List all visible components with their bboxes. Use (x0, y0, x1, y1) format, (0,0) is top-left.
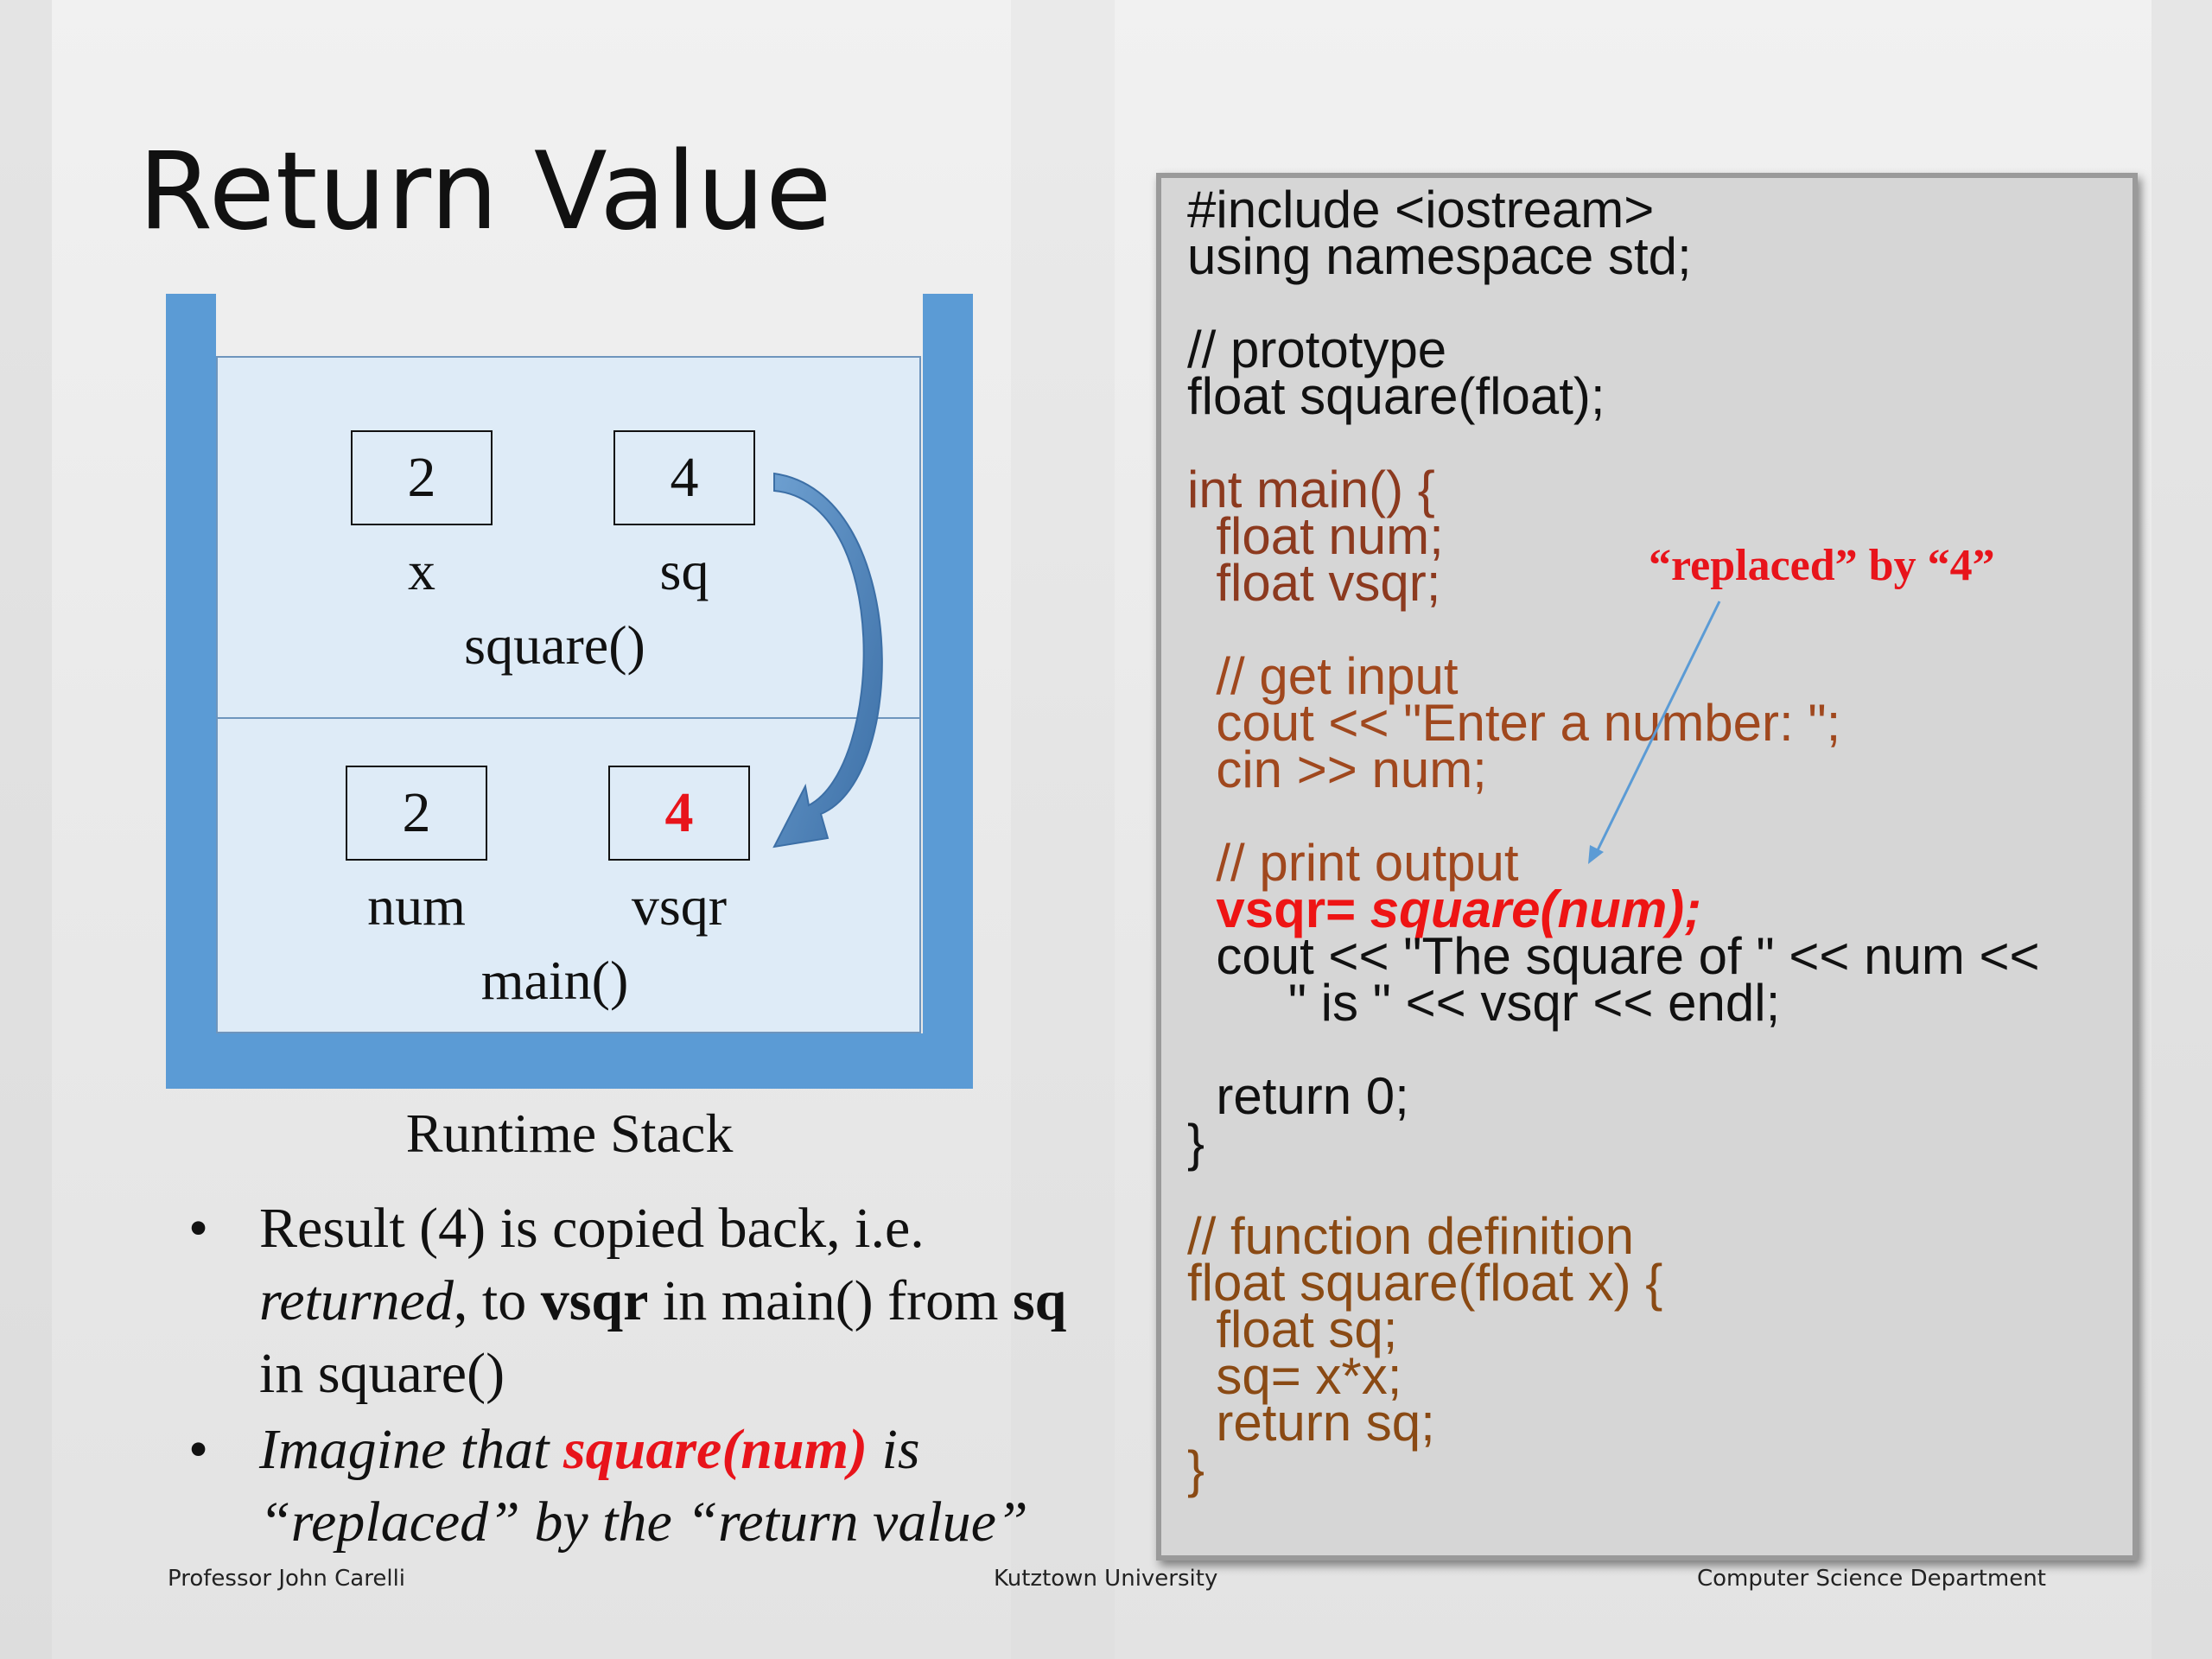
bullet-text: is “replaced” by the “return value” (259, 1418, 1028, 1554)
sq-value-box: 4 (613, 430, 755, 525)
bullet-item-1: • Result (4) is copied back, i.e. return… (181, 1192, 1097, 1410)
square-frame: 2 4 x sq square() (216, 356, 921, 719)
code-line: float vsqr; (1187, 554, 1441, 612)
code-line: float num; (1187, 507, 1444, 565)
code-line: // function definition (1187, 1207, 1635, 1265)
code-line: float sq; (1187, 1300, 1398, 1358)
code-line: } (1187, 1114, 1205, 1172)
code-line: " is " << vsqr << endl; (1187, 974, 1781, 1032)
bullet-dot: • (188, 1418, 209, 1481)
bullet-dot: • (188, 1197, 209, 1260)
vsqr-value-box: 4 (608, 766, 750, 861)
code-listing: #include <iostream> using namespace std;… (1187, 184, 2040, 1496)
bullet-text: Result (4) is copied back, i.e. (259, 1197, 925, 1260)
slide-title: Return Value (138, 130, 833, 254)
sq-label: sq (659, 540, 709, 601)
replaced-annotation: “replaced” by “4” (1649, 541, 1995, 590)
code-panel: #include <iostream> using namespace std;… (1156, 173, 2138, 1560)
code-line: cout << "The square of " << num << (1187, 927, 2040, 985)
bullet-text: Imagine that (259, 1418, 563, 1481)
bullet-text: , to (453, 1269, 541, 1332)
footer-author: Professor John Carelli (168, 1566, 406, 1592)
x-value-box: 2 (351, 430, 493, 525)
background-shape (0, 0, 52, 1659)
code-line: sq= x*x; (1187, 1347, 1402, 1405)
num-value-box: 2 (346, 766, 487, 861)
bullet-text-bold: vsqr (540, 1269, 649, 1332)
footer-department: Computer Science Department (1697, 1566, 2046, 1592)
stack-left-wall (166, 294, 216, 1089)
main-frame-name: main() (480, 950, 629, 1011)
bullet-item-2: • Imagine that square(num) is “replaced”… (181, 1414, 1097, 1559)
runtime-stack-diagram: 2 4 x sq square() 2 4 num vsqr main() (166, 294, 973, 1089)
runtime-stack-caption: Runtime Stack (405, 1103, 734, 1164)
vsqr-label: vsqr (631, 875, 728, 937)
num-label: num (367, 875, 466, 937)
code-line: // prototype (1187, 321, 1447, 378)
background-shape (1011, 0, 1115, 1659)
code-line: #include <iostream> (1187, 181, 1655, 238)
code-line: // get input (1187, 647, 1459, 705)
code-line: using namespace std; (1187, 227, 1692, 285)
code-line-highlight: square(num); (1370, 880, 1702, 938)
code-line: float square(float); (1187, 367, 1605, 425)
code-line: // print output (1187, 834, 1519, 892)
stack-right-wall (923, 294, 973, 1089)
bullet-text-bold: sq (1012, 1269, 1067, 1332)
stack-bottom (166, 1033, 973, 1089)
bullet-highlight: square(num) (563, 1418, 868, 1481)
return-arrow-icon (772, 472, 883, 849)
bullet-text: in square() (259, 1342, 505, 1405)
code-line: return sq; (1187, 1394, 1435, 1452)
code-line: cin >> num; (1187, 741, 1487, 798)
code-line: } (1187, 1440, 1205, 1498)
code-line: return 0; (1187, 1067, 1409, 1125)
background-shape (2152, 0, 2212, 1659)
code-line-highlight: vsqr= (1187, 880, 1370, 938)
x-label: x (408, 540, 435, 601)
bullet-text: in main() from (648, 1269, 1013, 1332)
main-frame: 2 4 num vsqr main() (216, 717, 921, 1033)
code-line: float square(float x) { (1187, 1254, 1663, 1312)
code-line: int main() { (1187, 461, 1435, 518)
footer-university: Kutztown University (994, 1566, 1218, 1592)
square-frame-name: square() (464, 614, 645, 676)
bullet-text-italic: returned (259, 1269, 454, 1332)
bullet-list: • Result (4) is copied back, i.e. return… (181, 1192, 1097, 1562)
